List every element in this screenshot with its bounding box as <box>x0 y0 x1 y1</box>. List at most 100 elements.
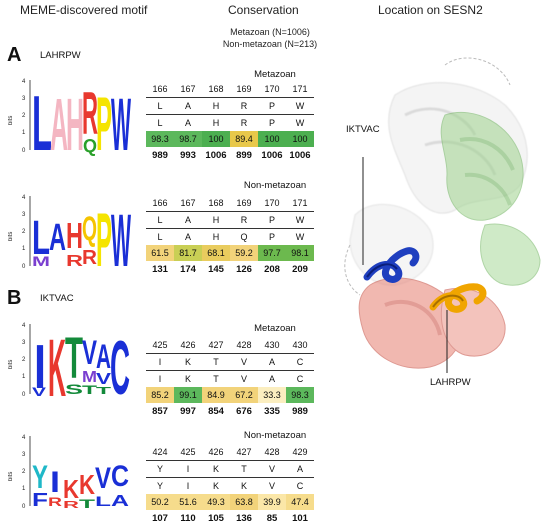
logo-letter-L: L <box>32 212 50 265</box>
percent-cell: 50.2 <box>146 494 174 510</box>
sequence-logo-3: bits 0 1 2 3 4 I V K T S V M T A V T C <box>8 323 130 408</box>
svg-text:0: 0 <box>22 264 26 270</box>
count-cell: 110 <box>180 512 196 524</box>
percent-cell: 100 <box>258 131 286 147</box>
logo-letter-W: W <box>111 199 131 280</box>
count-cell: 1006 <box>205 149 227 161</box>
logo-letter-H: H <box>66 215 83 256</box>
percent-cell: 61.5 <box>146 245 174 261</box>
percent-cell: 98.7 <box>174 131 202 147</box>
table-label-2: Non-metazoan <box>243 180 307 191</box>
reference-residue-cell: W <box>286 211 314 229</box>
reference-residue-cell: L <box>146 211 174 229</box>
callout-lahrpw: LAHRPW <box>430 377 471 388</box>
callout-ikt-vac: IKTVAC <box>346 124 380 135</box>
svg-text:1: 1 <box>22 486 26 492</box>
svg-text:bits: bits <box>8 472 14 481</box>
logo-letter-K: K <box>63 474 79 504</box>
consensus-residue-cell: I <box>158 374 162 384</box>
logo-letter-P: P <box>96 82 112 164</box>
position-cell: 429 <box>286 444 314 461</box>
logo-letter-R2: R <box>82 247 98 269</box>
position-cell: 428 <box>230 337 258 354</box>
position-cell: 427 <box>230 444 258 461</box>
percent-cell: 89.4 <box>230 131 258 147</box>
reference-residue-cell: T <box>202 353 230 371</box>
reference-residue-cell: A <box>258 353 286 371</box>
logo-letter-H: H <box>66 83 84 164</box>
svg-text:2: 2 <box>22 357 26 363</box>
percent-cell: 59.2 <box>230 245 258 261</box>
logo-letter-V3: V <box>96 371 111 388</box>
count-cell: 989 <box>152 149 168 161</box>
axis-ylabel: bits <box>8 116 14 125</box>
position-cell: 167 <box>174 81 202 98</box>
consensus-residue-cell: P <box>268 118 275 128</box>
logo-letter-V2: V <box>82 334 97 372</box>
svg-text:4: 4 <box>22 195 26 201</box>
reference-residue-cell: L <box>146 97 174 115</box>
reference-residue-cell: V <box>258 460 286 478</box>
lahrpw-helix <box>429 283 487 313</box>
reference-residue-cell: V <box>230 353 258 371</box>
position-cell: 430 <box>258 337 286 354</box>
sequence-logo-4: bits 0 1 2 3 4 Y F I R K R K T V L C A <box>8 435 130 511</box>
reference-residue-cell: H <box>202 97 230 115</box>
reference-residue-cell: C <box>286 353 314 371</box>
position-cell: 171 <box>286 195 314 212</box>
logo-letter-L: L <box>32 79 52 164</box>
consensus-residue-cell: V <box>240 374 247 384</box>
count-cell: 174 <box>180 263 196 275</box>
logo-letter-Q: Q <box>83 136 97 156</box>
position-cell: 169 <box>230 195 258 212</box>
consensus-residue-cell: Q <box>240 232 248 242</box>
reference-residue-cell: A <box>174 97 202 115</box>
position-cell: 166 <box>146 81 174 98</box>
consensus-residue-cell: Y <box>156 481 163 491</box>
svg-text:2: 2 <box>22 229 26 235</box>
percent-cell: 33.3 <box>258 387 286 403</box>
count-cell: 335 <box>264 405 280 417</box>
percent-cell: 100 <box>202 131 230 147</box>
count-cell: 105 <box>208 512 224 524</box>
logo-letter-R: R <box>66 253 84 270</box>
tick-4: 4 <box>22 79 26 85</box>
logo-letter-I: I <box>50 466 60 499</box>
consensus-residue-cell: L <box>157 232 163 242</box>
position-cell: 426 <box>174 337 202 354</box>
position-cell: 428 <box>258 444 286 461</box>
tick-2: 2 <box>22 113 26 119</box>
position-cell: 166 <box>146 195 174 212</box>
percent-cell: 99.1 <box>174 387 202 403</box>
reference-residue-cell: I <box>146 353 174 371</box>
percent-cell: 98.3 <box>286 387 314 403</box>
svg-text:0: 0 <box>22 392 26 398</box>
structure-dashed-loops <box>344 57 511 296</box>
reference-residue-cell: K <box>202 460 230 478</box>
reference-residue-cell: P <box>258 97 286 115</box>
logo-letter-T: T <box>65 326 83 391</box>
logo-letter-A: A <box>50 83 68 164</box>
logo-letter-M: M <box>82 369 97 386</box>
reference-residue-cell: W <box>286 97 314 115</box>
position-cell: 425 <box>146 337 174 354</box>
counts-metazoan: Metazoan (N=1006) <box>230 27 310 37</box>
logo-letter-Y: Y <box>32 459 48 495</box>
consensus-residue-cell: W <box>295 118 305 128</box>
position-cell: 424 <box>146 444 174 461</box>
consensus-residue-cell: R <box>240 118 248 128</box>
logo-letter-R: R <box>82 80 98 147</box>
